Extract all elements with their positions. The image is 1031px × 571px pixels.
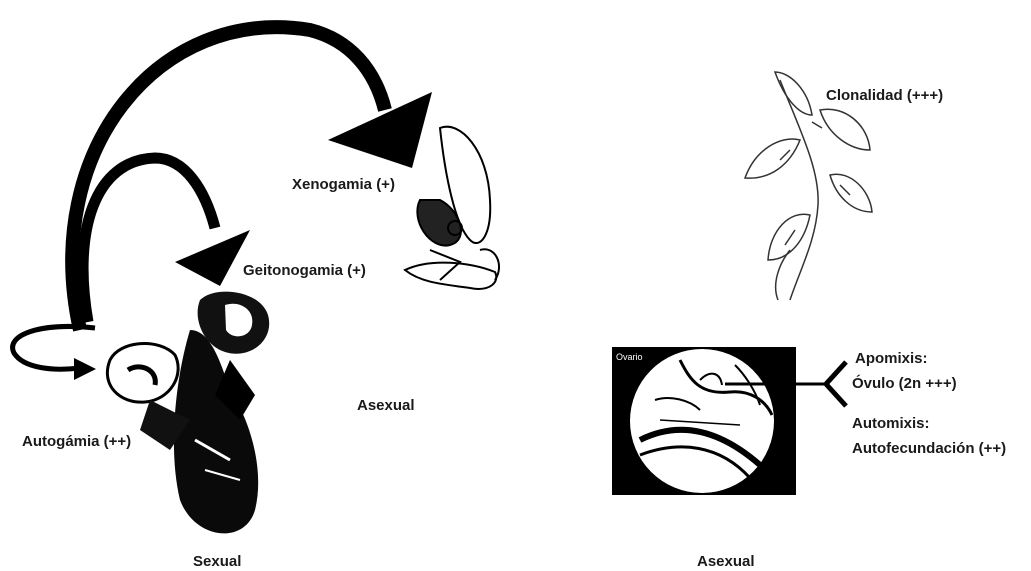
apomixis-detail-label: Óvulo (2n +++) [852,375,957,392]
asexual-bottom-label: Asexual [697,553,755,570]
ovario-micrograph-image: Ovario [612,347,796,495]
sexual-label: Sexual [193,553,241,570]
xenogamia-flower-image [405,127,499,289]
autogamia-label: Autogámia (++) [22,433,131,450]
geitonogamia-label: Geitonogamia (+) [243,262,366,279]
apomixis-title-label: Apomixis: [855,350,928,367]
sexual-flowers-image [107,292,269,534]
clonalidad-label: Clonalidad (+++) [826,87,943,104]
xenogamia-label: Xenogamia (+) [292,176,395,193]
asexual-middle-label: Asexual [357,397,415,414]
automixis-title-label: Automixis: [852,415,930,432]
automixis-detail-label: Autofecundación (++) [852,440,1006,457]
ovario-tag: Ovario [616,352,643,362]
autogamia-arrow [13,327,96,380]
clonalidad-branch-image [745,72,872,300]
